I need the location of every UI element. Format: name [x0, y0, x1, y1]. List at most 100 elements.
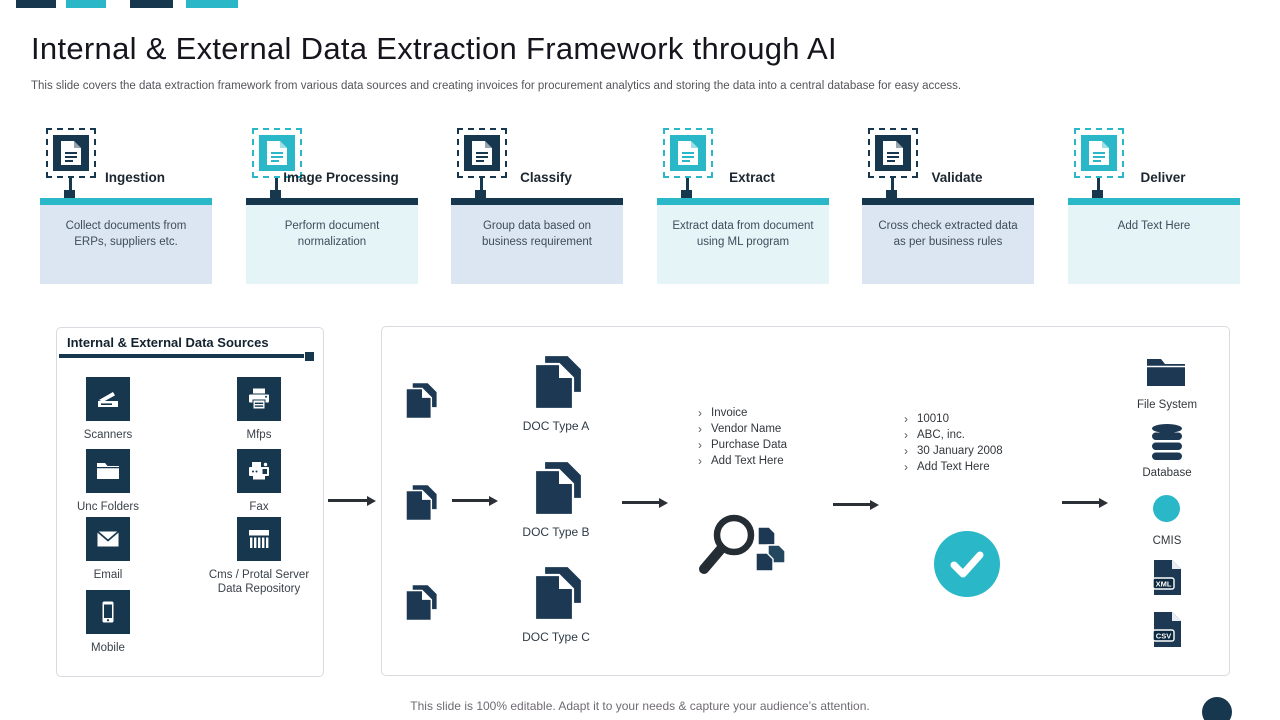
connector-line [480, 178, 483, 198]
connector-square [270, 190, 281, 201]
doc-type-c-icon [532, 564, 586, 627]
step-extract: Extract Extract data from document using… [657, 128, 829, 284]
connector-line [275, 178, 278, 198]
list-item: ›30 January 2008 [904, 444, 1003, 458]
connector-line [891, 178, 894, 198]
extracted-value-list: ›10010 ›ABC, inc. ›30 January 2008 ›Add … [904, 411, 1003, 475]
deliver-icon [1074, 128, 1124, 178]
scanner-icon [86, 377, 130, 421]
step-description: Extract data from document using ML prog… [657, 205, 829, 284]
image-processing-icon [252, 128, 302, 178]
step-classify: Classify Group data based on business re… [451, 128, 623, 284]
doc-type-b-label: DOC Type B [522, 525, 590, 539]
title-rule-end [304, 351, 315, 362]
mobile-icon [86, 590, 130, 634]
bullet-marker: › [698, 406, 702, 420]
document-stack-icon [404, 583, 440, 627]
csv-file-icon: CSV [1152, 611, 1182, 652]
step-bar [451, 198, 623, 205]
accent-bar [130, 0, 173, 8]
data-sources-panel: Internal & External Data Sources Scanner… [56, 327, 324, 677]
sources-panel-title: Internal & External Data Sources [67, 335, 269, 350]
step-label: Ingestion [105, 170, 165, 186]
bullet-marker: › [904, 428, 908, 442]
connector-line [1097, 178, 1100, 198]
xml-file-icon: XML [1152, 559, 1182, 600]
inspect-magnifier-icon [696, 507, 796, 600]
step-description: Add Text Here [1068, 205, 1240, 284]
source-label: Unc Folders [77, 501, 139, 513]
flow-arrow [328, 499, 368, 502]
source-label: Cms / Protal Server Data Repository [208, 569, 310, 596]
connector-square [886, 190, 897, 201]
svg-text:XML: XML [1156, 579, 1172, 588]
printer-icon [237, 377, 281, 421]
step-description: Cross check extracted data as per busine… [862, 205, 1034, 284]
bullet-marker: › [698, 454, 702, 468]
list-item: ›Invoice [698, 406, 748, 420]
classify-icon [457, 128, 507, 178]
source-label: Mfps [246, 429, 272, 441]
folder-icon [86, 449, 130, 493]
page-title: Internal & External Data Extraction Fram… [31, 31, 837, 66]
connector-line [686, 178, 689, 198]
bullet-marker: › [698, 422, 702, 436]
bullet-marker: › [904, 444, 908, 458]
connector-square [681, 190, 692, 201]
step-bar [40, 198, 212, 205]
document-stack-icon [404, 381, 440, 425]
list-item: ›Add Text Here [698, 454, 784, 468]
list-item: ›Vendor Name [698, 422, 782, 436]
step-ingestion: Ingestion Collect documents from ERPs, s… [40, 128, 212, 284]
file-system-icon [1146, 355, 1186, 392]
source-scanners: Scanners [48, 377, 168, 442]
doc-type-a-label: DOC Type A [522, 419, 590, 433]
email-icon [86, 517, 130, 561]
step-description: Group data based on business requirement [451, 205, 623, 284]
connector-square [1092, 190, 1103, 201]
step-bar [657, 198, 829, 205]
step-description: Perform document normalization [246, 205, 418, 284]
cmis-label: CMIS [1152, 535, 1182, 547]
list-item: ›Purchase Data [698, 438, 788, 452]
source-unc-folders: Unc Folders [48, 449, 168, 514]
source-label: Mobile [91, 642, 125, 654]
step-label: Classify [520, 170, 572, 186]
cmis-icon [1153, 495, 1180, 522]
list-item: ›10010 [904, 412, 949, 426]
accent-bar [66, 0, 106, 8]
checkmark-icon [934, 531, 1000, 597]
step-label: Validate [931, 170, 983, 186]
source-label: Scanners [83, 429, 133, 441]
source-mfps: Mfps [199, 377, 319, 442]
bullet-marker: › [698, 438, 702, 452]
step-validate: Validate Cross check extracted data as p… [862, 128, 1034, 284]
flow-arrow [833, 503, 871, 506]
source-cms-repository: Cms / Protal Server Data Repository [199, 517, 319, 597]
list-item: ›Add Text Here [904, 460, 990, 474]
fax-icon [237, 449, 281, 493]
bullet-marker: › [904, 412, 908, 426]
database-icon [1150, 423, 1184, 466]
source-fax: Fax [199, 449, 319, 514]
connector-square [64, 190, 75, 201]
source-mobile: Mobile [48, 590, 168, 655]
step-deliver: Deliver Add Text Here [1068, 128, 1240, 284]
flow-arrow [1062, 501, 1100, 504]
source-label: Email [93, 569, 123, 581]
ingestion-icon [46, 128, 96, 178]
step-label: Image Processing [283, 170, 399, 186]
file-system-label: File System [1136, 399, 1198, 411]
svg-text:CSV: CSV [1156, 631, 1171, 640]
step-description: Collect documents from ERPs, suppliers e… [40, 205, 212, 284]
step-bar [862, 198, 1034, 205]
list-item: ›ABC, inc. [904, 428, 965, 442]
step-bar [246, 198, 418, 205]
database-label: Database [1142, 467, 1192, 479]
accent-bar [16, 0, 56, 8]
step-image-processing: Image Processing Perform document normal… [246, 128, 418, 284]
corner-decoration [1202, 697, 1232, 720]
page-subtitle: This slide covers the data extraction fr… [31, 80, 962, 92]
step-label: Extract [729, 170, 775, 186]
